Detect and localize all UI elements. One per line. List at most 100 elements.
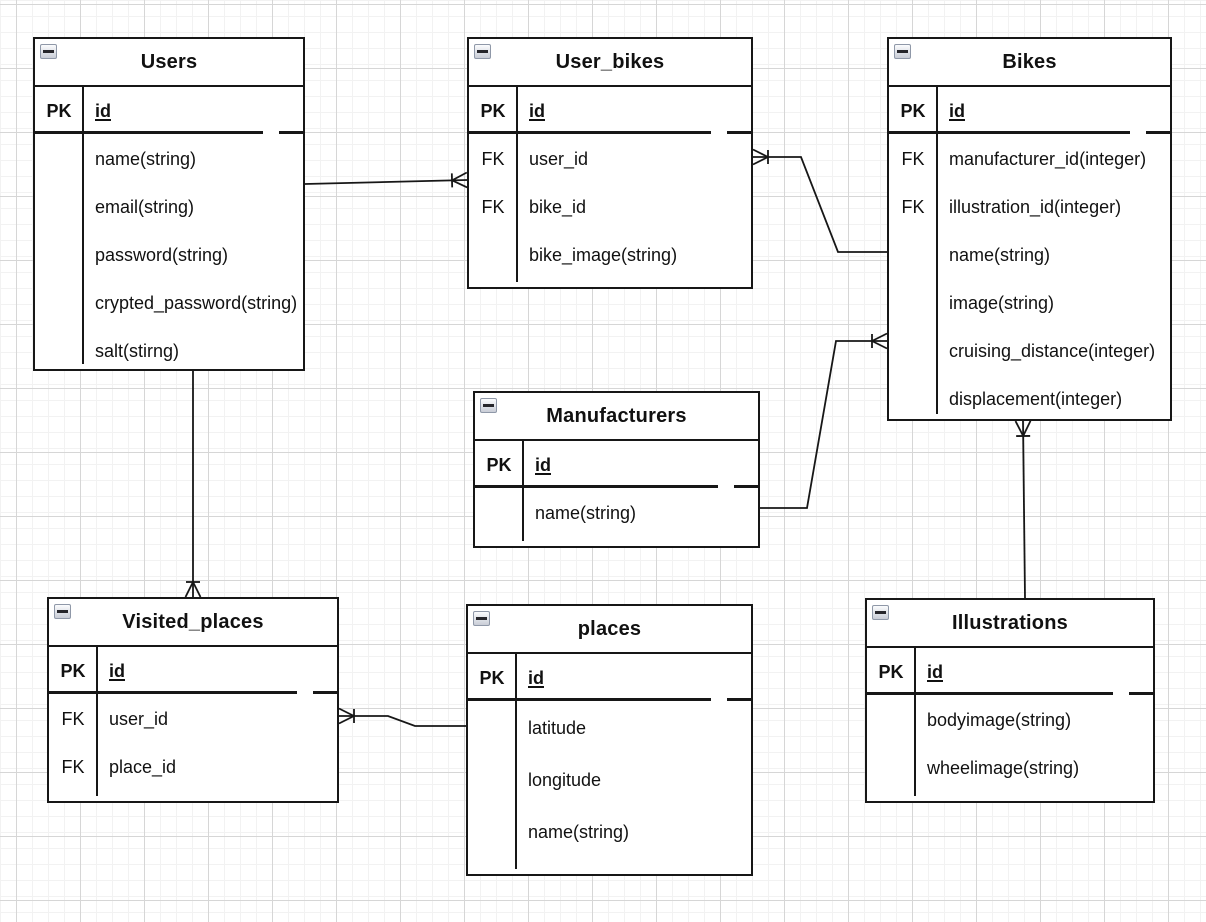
key-column-divider: [522, 439, 524, 541]
table-title: Illustrations: [952, 611, 1068, 634]
pk-badge: PK: [46, 100, 72, 121]
relation-users-to-visited_places[interactable]: [184, 371, 202, 598]
field-name: salt(stirng): [95, 340, 180, 361]
minus-glyph: [476, 616, 487, 621]
attribute-row[interactable]: cruising_distance(integer): [889, 327, 1170, 375]
attribute-row[interactable]: FK user_id: [469, 135, 751, 183]
attribute-row[interactable]: longitude: [468, 754, 751, 806]
collapse-icon[interactable]: [474, 44, 491, 59]
attribute-row[interactable]: wheelimage(string): [867, 744, 1153, 792]
pk-row[interactable]: PK id: [468, 654, 751, 702]
pk-badge: PK: [480, 100, 506, 121]
field-name: name(string): [528, 821, 630, 842]
key-column-divider: [516, 85, 518, 282]
key-column-divider: [936, 85, 938, 414]
pk-badge: PK: [60, 660, 86, 681]
attribute-row[interactable]: name(string): [475, 489, 758, 537]
attribute-row[interactable]: name(string): [35, 135, 303, 183]
field-name: bike_image(string): [529, 244, 678, 265]
attribute-row[interactable]: image(string): [889, 279, 1170, 327]
fk-badge: FK: [901, 148, 925, 169]
table-header: Illustrations: [867, 600, 1153, 648]
attribute-row[interactable]: displacement(integer): [889, 375, 1170, 423]
pk-divider-line: [469, 131, 751, 134]
attribute-row[interactable]: email(string): [35, 183, 303, 231]
pk-field: id: [528, 667, 544, 688]
relation-users-to-user_bikes[interactable]: [304, 171, 468, 189]
pk-field: id: [927, 661, 943, 682]
field-name: name(string): [949, 244, 1051, 265]
pk-divider-line: [867, 692, 1153, 695]
table-header: User_bikes: [469, 39, 751, 87]
pk-field: id: [95, 100, 111, 121]
fk-badge: FK: [481, 148, 505, 169]
pk-divider-line: [35, 131, 303, 134]
field-name: bike_id: [529, 196, 587, 217]
field-name: user_id: [109, 708, 169, 729]
attribute-row[interactable]: salt(stirng): [35, 327, 303, 375]
collapse-icon[interactable]: [480, 398, 497, 413]
attribute-rows: name(string): [475, 489, 758, 537]
fk-badge: FK: [61, 756, 85, 777]
table-title: Manufacturers: [546, 404, 687, 427]
minus-glyph: [483, 403, 494, 408]
attribute-row[interactable]: bike_image(string): [469, 231, 751, 279]
table-title: User_bikes: [555, 50, 665, 73]
key-column-divider: [914, 646, 916, 796]
relation-manufacturers-to-bikes[interactable]: [760, 332, 888, 509]
collapse-icon[interactable]: [40, 44, 57, 59]
collapse-icon[interactable]: [54, 604, 71, 619]
pk-row[interactable]: PK id: [49, 647, 337, 695]
table-title: Bikes: [1002, 50, 1057, 73]
relation-places-to-visited_places[interactable]: [338, 707, 466, 727]
collapse-icon[interactable]: [473, 611, 490, 626]
pk-badge: PK: [479, 667, 505, 688]
field-name: user_id: [529, 148, 589, 169]
fk-badge: FK: [481, 196, 505, 217]
attribute-row[interactable]: FK bike_id: [469, 183, 751, 231]
attribute-row[interactable]: name(string): [468, 806, 751, 858]
minus-glyph: [897, 49, 908, 54]
pk-row[interactable]: PK id: [35, 87, 303, 135]
field-name: crypted_password(string): [95, 292, 298, 313]
minus-glyph: [57, 609, 68, 614]
table-header: Users: [35, 39, 303, 87]
pk-field: id: [535, 454, 551, 475]
field-name: bodyimage(string): [927, 709, 1072, 730]
collapse-icon[interactable]: [872, 605, 889, 620]
pk-field: id: [949, 100, 965, 121]
pk-divider-line: [49, 691, 337, 694]
attribute-row[interactable]: latitude: [468, 702, 751, 754]
attribute-row[interactable]: crypted_password(string): [35, 279, 303, 327]
relation-bikes-to-user_bikes[interactable]: [752, 148, 887, 253]
field-name: displacement(integer): [949, 388, 1123, 409]
relation-illustrations-to-bikes[interactable]: [1014, 420, 1032, 599]
attribute-row[interactable]: bodyimage(string): [867, 696, 1153, 744]
field-name: name(string): [535, 502, 637, 523]
field-name: longitude: [528, 769, 602, 790]
collapse-icon[interactable]: [894, 44, 911, 59]
field-name: image(string): [949, 292, 1055, 313]
attribute-row[interactable]: password(string): [35, 231, 303, 279]
table-header: Manufacturers: [475, 393, 758, 441]
attribute-row[interactable]: name(string): [889, 231, 1170, 279]
pk-field: id: [109, 660, 125, 681]
field-name: cruising_distance(integer): [949, 340, 1156, 361]
